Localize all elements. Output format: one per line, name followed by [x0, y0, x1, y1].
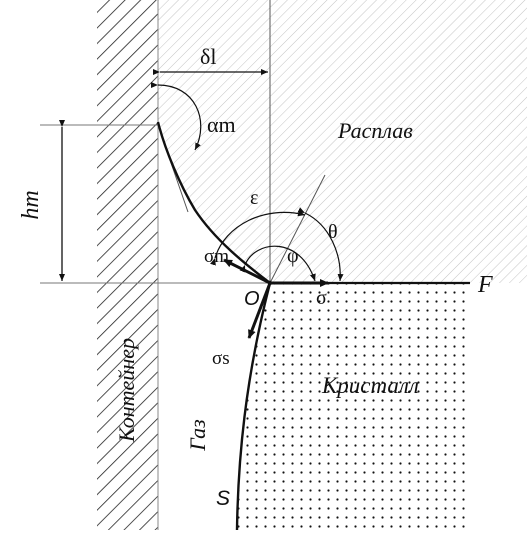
epsilon-angle-arc: [210, 210, 306, 266]
theta-angle-arc: [297, 207, 344, 282]
crystal-region: [237, 283, 470, 530]
point-o-marker: [267, 280, 273, 286]
phi-label: φ: [287, 245, 299, 267]
h-m-label: hm: [18, 190, 44, 219]
theta-label: θ: [328, 221, 338, 243]
s-label: S: [216, 487, 230, 510]
sigma-label: σ: [316, 287, 327, 309]
gas-label: Газ: [185, 419, 210, 452]
crystal-side-surface: [235, 282, 272, 531]
alpha-m-angle-arc: [150, 81, 202, 151]
f-label: F: [477, 272, 493, 298]
phi-angle-arc: [239, 245, 316, 282]
sigma-m-vector: [223, 258, 271, 285]
epsilon-label: ε: [250, 187, 258, 209]
point-o-label: O: [244, 288, 260, 310]
sigma-m-label: σm: [204, 246, 229, 267]
delta-l-label: δl: [200, 44, 216, 69]
container-wall: [97, 0, 158, 530]
alpha-m-label: αm: [207, 112, 236, 137]
container-label: Контейнер: [114, 338, 139, 443]
sigma-s-label: σs: [212, 348, 230, 369]
crystal-label: Кристалл: [321, 373, 419, 398]
melt-label: Расплав: [337, 118, 413, 143]
sigma-s-vector: [247, 282, 272, 339]
